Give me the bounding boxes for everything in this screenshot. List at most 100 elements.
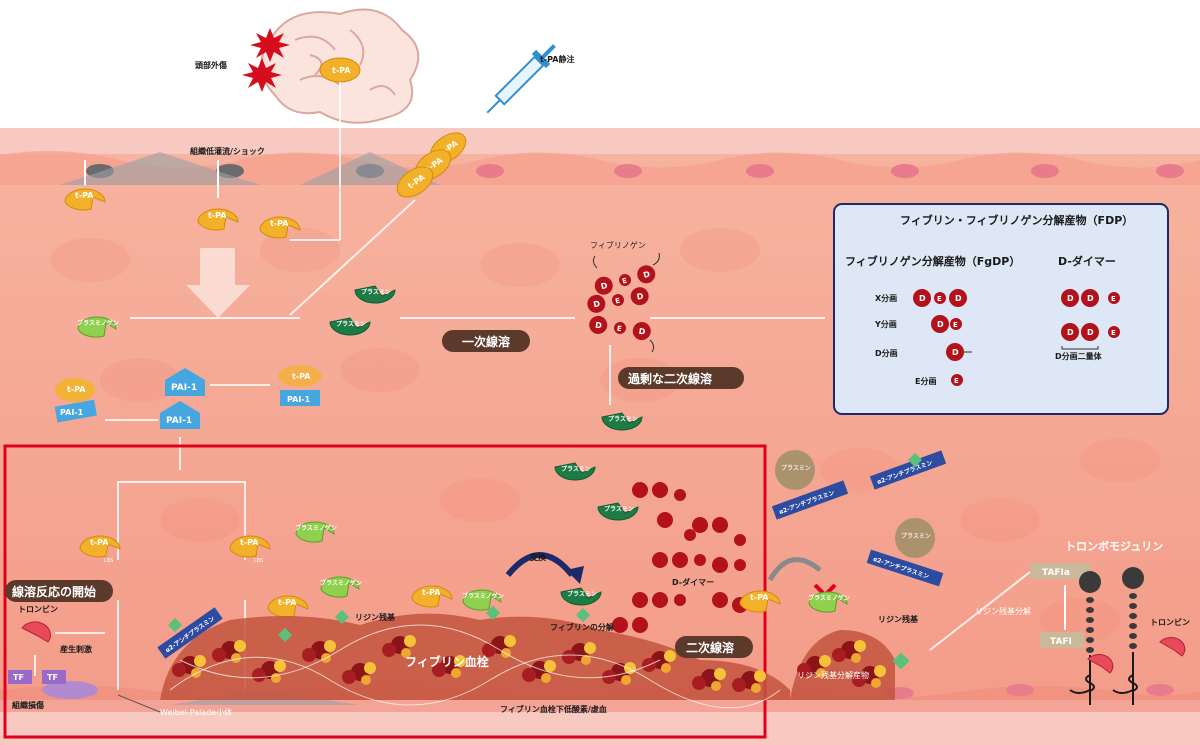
svg-text:t-PA: t-PA	[292, 372, 311, 381]
plasmin-on-clot: プラスミン	[560, 587, 602, 606]
svg-text:PAI-1: PAI-1	[287, 395, 311, 404]
fdp-title: フィブリン・フィブリノゲン分解産物（FDP）	[900, 213, 1133, 227]
svg-text:t-PA: t-PA	[240, 538, 259, 547]
tpa-on-clot-2: t-PA	[411, 585, 453, 608]
svg-text:D: D	[952, 348, 959, 357]
svg-text:プラスミノゲン: プラスミノゲン	[295, 524, 337, 532]
svg-text:D: D	[595, 321, 603, 331]
svg-text:TAFI: TAFI	[1050, 637, 1072, 647]
svg-text:t-PA: t-PA	[332, 66, 351, 75]
svg-text:二次線溶: 二次線溶	[686, 640, 734, 655]
label-tpa-iv: t-PA静注	[540, 54, 574, 64]
svg-text:Y分画: Y分画	[874, 319, 897, 329]
fibrinogen-molecules: D E D D E D D E D	[587, 252, 660, 353]
label-tissue-damage: 組織損傷	[12, 700, 44, 710]
tpa-lower-2: t-PA	[229, 535, 271, 558]
plasminogen-on-clot: プラスミノゲン	[462, 589, 504, 611]
svg-text:PAI-1: PAI-1	[166, 416, 192, 426]
thrombin-right-icon	[1159, 637, 1186, 657]
label-production: 産生刺激	[60, 644, 92, 654]
label-fibrin-clot: フィブリン血栓	[405, 654, 489, 669]
arrow-iv-to-plasmin	[289, 199, 416, 316]
svg-text:LBS: LBS	[254, 558, 263, 564]
lysine-squares	[167, 452, 923, 670]
svg-text:プラスミン: プラスミン	[336, 320, 366, 328]
svg-text:D: D	[1087, 328, 1094, 337]
svg-text:TAFIa: TAFIa	[1042, 568, 1070, 578]
tafi-badge: TAFI	[1040, 632, 1084, 648]
svg-text:D: D	[600, 281, 609, 292]
primary-fibrinolysis-pill: 一次線溶	[442, 330, 530, 352]
fibrin-clot-right	[790, 630, 895, 700]
svg-text:t-PA: t-PA	[270, 219, 289, 228]
plasminogen-right: プラスミノゲン	[808, 591, 850, 613]
plasmin-inactive-2: プラスミン	[895, 518, 935, 558]
svg-text:PAI-1: PAI-1	[60, 408, 84, 417]
svg-text:D: D	[1067, 328, 1074, 337]
tafia-badge: TAFIa	[1030, 563, 1090, 579]
tpa-on-clot-1: t-PA	[267, 595, 309, 618]
svg-text:D: D	[955, 294, 962, 303]
tpa-upper-1: t-PA	[64, 188, 106, 211]
svg-text:プラスミン: プラスミン	[901, 532, 931, 540]
label-lys-residue-degradation: リジン残基分解	[975, 606, 1031, 616]
svg-text:t-PA: t-PA	[90, 538, 109, 547]
svg-text:プラスミン: プラスミン	[561, 465, 591, 473]
label-lys-degradation-product: リジン残基分解産物	[797, 670, 869, 680]
fdp-box: フィブリン・フィブリノゲン分解産物（FDP） フィブリノゲン分解産物（FgDP）…	[833, 203, 1169, 415]
svg-text:過剰な二次線溶: 過剰な二次線溶	[627, 371, 712, 386]
svg-text:E: E	[953, 321, 958, 329]
label-d-dimer: D-ダイマー	[672, 577, 714, 587]
plasmin-upper-2: プラスミン	[329, 317, 371, 336]
label-fibrin-degradation: フィブリンの分解	[550, 622, 614, 632]
svg-text:PAI-1: PAI-1	[171, 383, 197, 393]
label-hypoxia: フィブリン血栓下低酸素/虚血	[500, 704, 607, 714]
label-fibrinogen: フィブリノゲン	[590, 240, 646, 250]
svg-text:t-PA: t-PA	[422, 588, 441, 597]
label-thrombin-left: トロンビン	[18, 604, 58, 614]
svg-text:TF: TF	[13, 673, 24, 682]
gray-arc-arrow	[767, 557, 822, 582]
tpa-injected-stack: t-PA t-PA t-PA	[396, 132, 467, 198]
svg-text:プラスミノゲン: プラスミノゲン	[77, 319, 119, 327]
endothelium-top	[0, 151, 1200, 185]
plasmin-mid: プラスミン	[601, 412, 643, 431]
svg-text:E分画: E分画	[915, 376, 936, 386]
svg-text:E: E	[621, 277, 628, 286]
svg-text:E: E	[1111, 295, 1116, 303]
svg-text:プラスミン: プラスミン	[604, 505, 634, 513]
svg-text:プラスミン: プラスミン	[361, 288, 391, 296]
label-weibel: Weibel-Palade小体	[160, 707, 232, 717]
vessel-wall-top	[0, 128, 1200, 154]
svg-text:D: D	[593, 299, 601, 309]
tpa-lower-1: t-PA	[79, 535, 121, 558]
excess-secondary-pill: 過剰な二次線溶	[618, 367, 744, 389]
svg-text:プラスミノゲン: プラスミノゲン	[808, 594, 850, 602]
svg-text:E: E	[1111, 329, 1116, 337]
svg-text:E: E	[615, 297, 621, 306]
svg-text:E: E	[937, 295, 942, 303]
tf-badge-2: TF	[42, 670, 66, 684]
svg-text:プラスミン: プラスミン	[608, 415, 638, 423]
svg-text:D: D	[937, 320, 944, 329]
onset-pill: 線溶反応の開始	[5, 580, 113, 602]
svg-text:D分画: D分画	[875, 348, 898, 358]
tpa-upper-2: t-PA	[197, 208, 239, 231]
plasmin-lower-2: プラスミン	[597, 502, 639, 521]
svg-text:D分画二量体: D分画二量体	[1055, 351, 1103, 361]
svg-text:プラスミン: プラスミン	[567, 590, 597, 598]
syringe-icon	[486, 44, 556, 114]
svg-text:t-PA: t-PA	[208, 211, 227, 220]
plasminogen-upper: プラスミノゲン	[77, 316, 119, 338]
svg-text:プラスミン: プラスミン	[781, 464, 811, 472]
pai1-group: t-PA PAI-1 PAI-1 PAI-1 t-PA PAI-1	[54, 365, 322, 470]
svg-text:一次線溶: 一次線溶	[462, 334, 510, 349]
label-lys-residue-right: リジン残基	[878, 614, 919, 624]
svg-text:t-PA: t-PA	[67, 385, 86, 394]
big-down-arrow	[186, 248, 250, 318]
svg-text:t-PA: t-PA	[750, 593, 769, 602]
svg-text:D: D	[1067, 294, 1074, 303]
label-thrombomodulin: トロンボモジュリン	[1065, 539, 1163, 553]
